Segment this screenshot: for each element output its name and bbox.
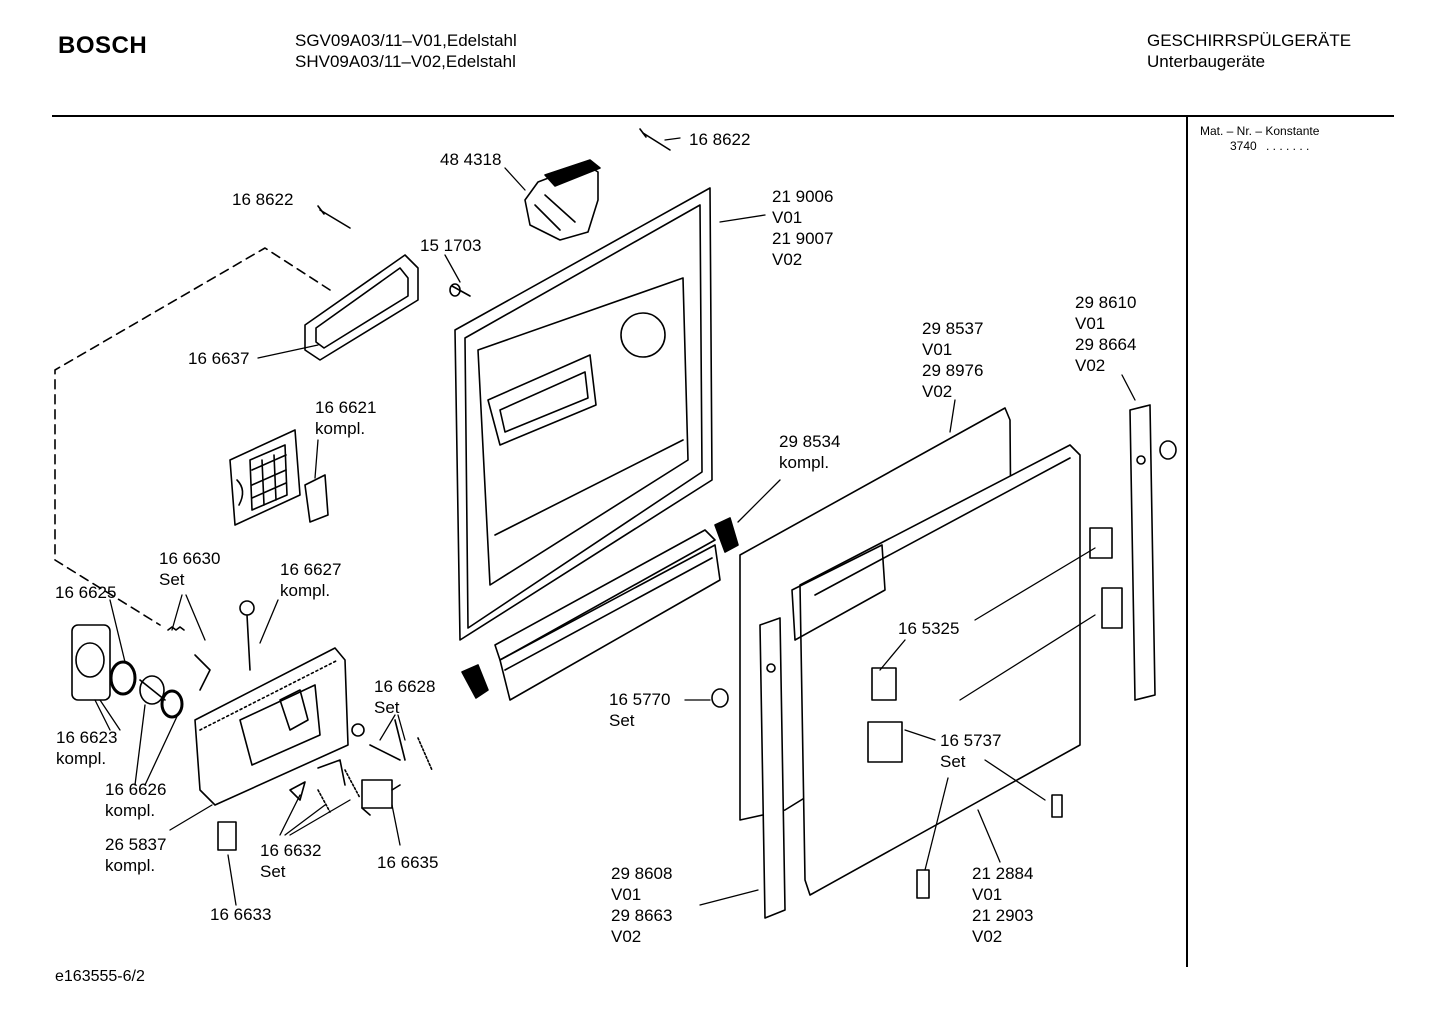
callout-c02: 48 4318 — [440, 150, 502, 169]
bracket-4 — [867, 721, 903, 763]
bottom-trim-strip — [494, 529, 721, 701]
callout-c01: 16 8622 — [689, 130, 751, 149]
small-plate — [217, 821, 237, 851]
dispenser-cap — [71, 624, 111, 701]
screw-left — [317, 205, 351, 229]
model-line-1: SGV09A03/11–V01,Edelstahl — [295, 31, 517, 50]
dispenser-housing — [194, 647, 349, 806]
material-constant-value: 3740 — [1230, 139, 1257, 153]
sidebar-divider — [1186, 117, 1188, 967]
model-line-2: SHV09A03/11–V02,Edelstahl — [295, 52, 516, 71]
screw-cap — [711, 688, 729, 708]
callout-c25: 16 6633 — [210, 905, 272, 924]
dashed-assembly-line — [54, 247, 331, 626]
callout-c03: 16 8622 — [232, 190, 294, 209]
diagram-code: e163555-6/2 — [55, 968, 145, 985]
leader-lines — [94, 137, 1136, 906]
callout-c06: 16 6637 — [188, 349, 250, 368]
side-strip-left — [759, 617, 786, 919]
clip-left — [461, 664, 489, 699]
hinge-bracket-2 — [1101, 587, 1123, 629]
gasket-frame — [304, 254, 419, 361]
lever-set — [351, 719, 433, 771]
header-divider — [52, 115, 1394, 117]
callout-c14: 16 5325 — [898, 619, 960, 638]
screw-small — [449, 283, 471, 297]
bracket-6 — [916, 869, 930, 899]
decor-panel — [791, 444, 1081, 896]
spring-set — [167, 626, 211, 691]
material-constant-dots: . . . . . . . — [1266, 139, 1310, 153]
ring-seal-2 — [160, 689, 184, 719]
hinge-bracket-1 — [1089, 527, 1113, 559]
door-handle-latch — [524, 159, 601, 241]
material-constant-label: Mat. – Nr. – Konstante — [1200, 124, 1320, 138]
spring-set-2 — [289, 759, 361, 813]
side-strip-right — [1129, 404, 1156, 701]
switch-block — [361, 779, 401, 816]
callout-c13: 16 6625 — [55, 583, 117, 602]
knob-part — [239, 600, 255, 671]
bracket-3 — [871, 667, 897, 701]
callout-c22: 16 6635 — [377, 853, 439, 872]
brand-logo: BOSCH — [58, 32, 148, 59]
bracket-5 — [1051, 794, 1063, 818]
screw-top — [639, 128, 671, 151]
filter-pad — [304, 474, 329, 523]
inner-door-panel — [454, 187, 713, 641]
ring-seal — [109, 660, 137, 696]
filter-insert — [229, 429, 301, 526]
category-subtitle: Unterbaugeräte — [1147, 52, 1266, 71]
category-title: GESCHIRRSPÜLGERÄTE — [1147, 31, 1352, 50]
plunger — [139, 675, 166, 705]
clip-right — [714, 517, 739, 553]
callout-c05: 15 1703 — [420, 236, 482, 255]
screw-cap-2 — [1159, 440, 1177, 460]
